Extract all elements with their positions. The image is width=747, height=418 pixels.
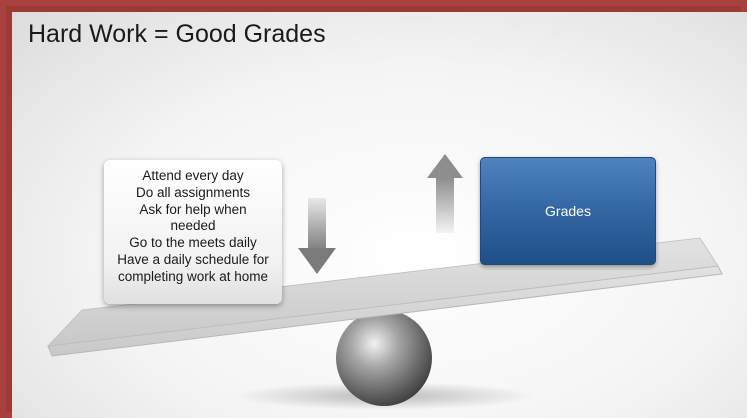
grades-box: Grades [480, 157, 656, 265]
up-arrow-icon [427, 154, 463, 233]
slide-title: Hard Work = Good Grades [28, 20, 326, 48]
list-item: Do all assignments [135, 184, 251, 200]
list-item: Go to the meets daily [129, 235, 257, 251]
list-item: needed [170, 218, 216, 234]
list-item: Ask for help when [139, 201, 247, 217]
seesaw-graphic [46, 154, 723, 410]
list-item: completing work at home [117, 268, 269, 284]
list-item: Attend every day [142, 168, 244, 183]
hard-work-list-box: Attend every day Do all assignments Ask … [104, 160, 282, 304]
grades-label: Grades [545, 203, 591, 219]
slide: Hard Work = Good Grades [12, 12, 747, 418]
seesaw-plank-surface [46, 237, 719, 347]
down-arrow-icon [298, 198, 336, 274]
list-item: Have a daily schedule for [117, 251, 269, 267]
fulcrum-ball [336, 310, 432, 406]
